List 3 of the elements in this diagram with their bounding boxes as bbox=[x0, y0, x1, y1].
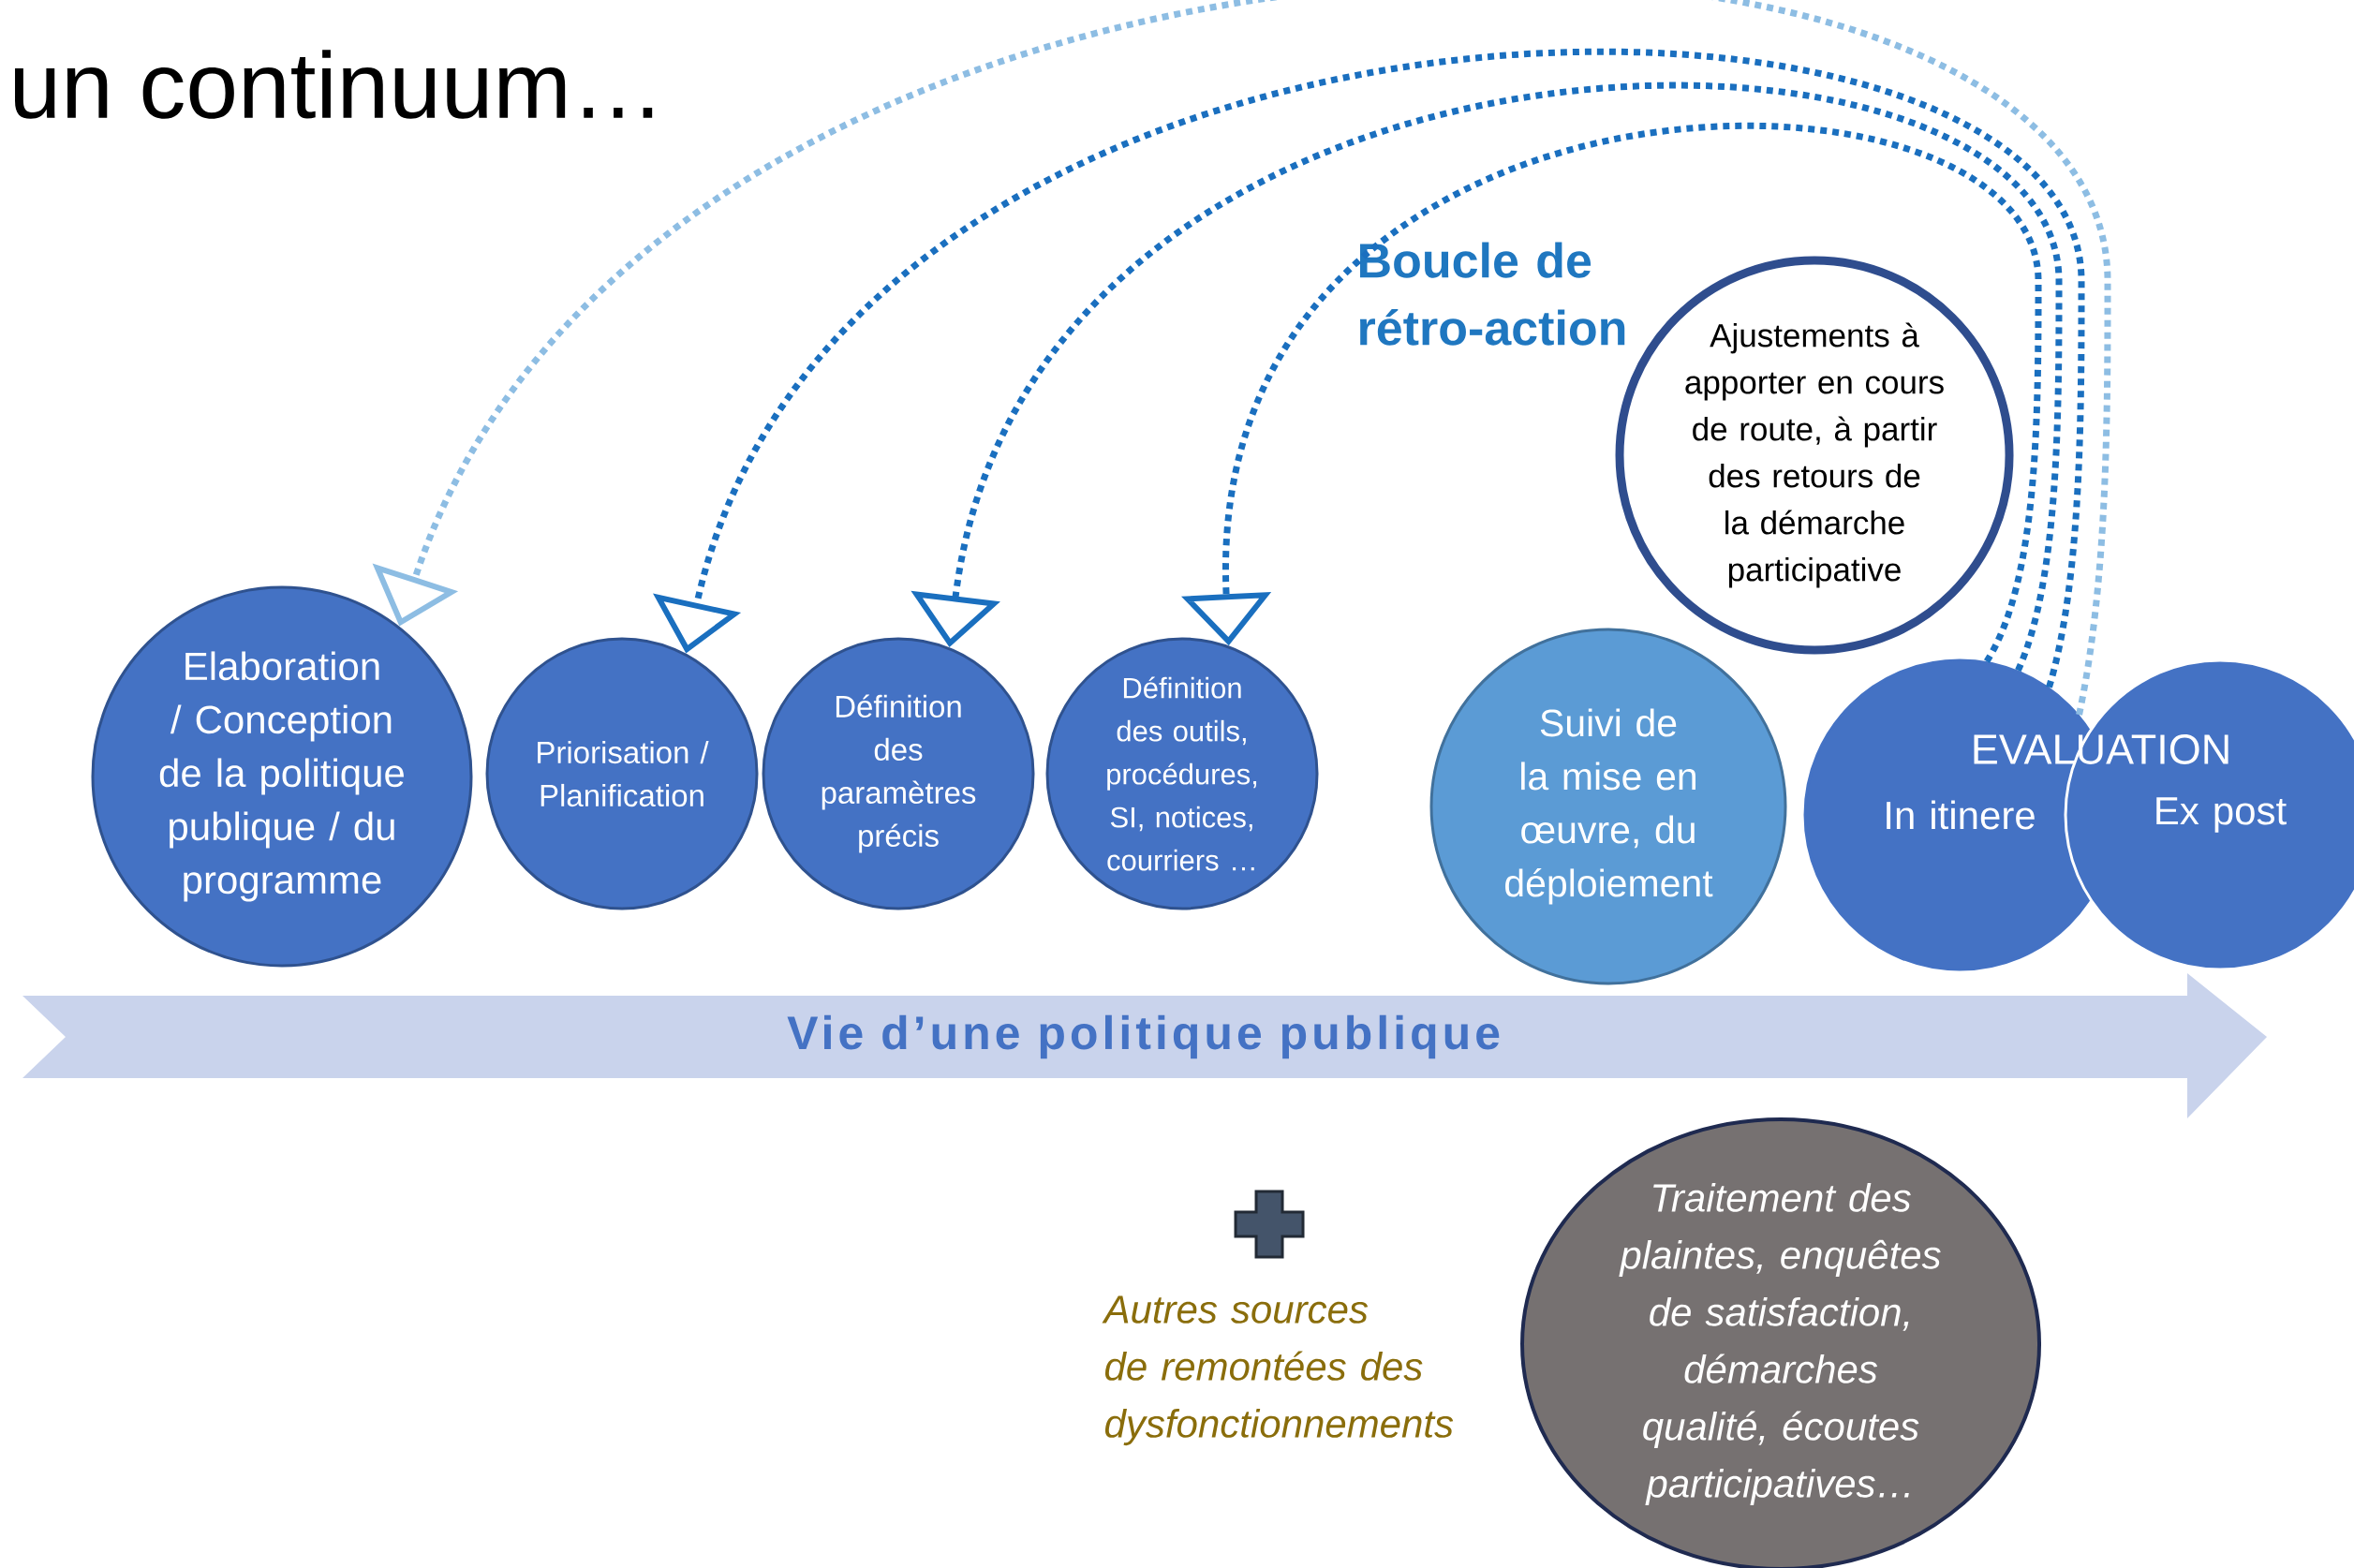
title-text: un continuum… bbox=[15, 50, 653, 119]
source-note: Autres sources de remontées des dysfonctionnements bbox=[1102, 1295, 1454, 1446]
node-label: Ex post bbox=[2156, 797, 2287, 833]
